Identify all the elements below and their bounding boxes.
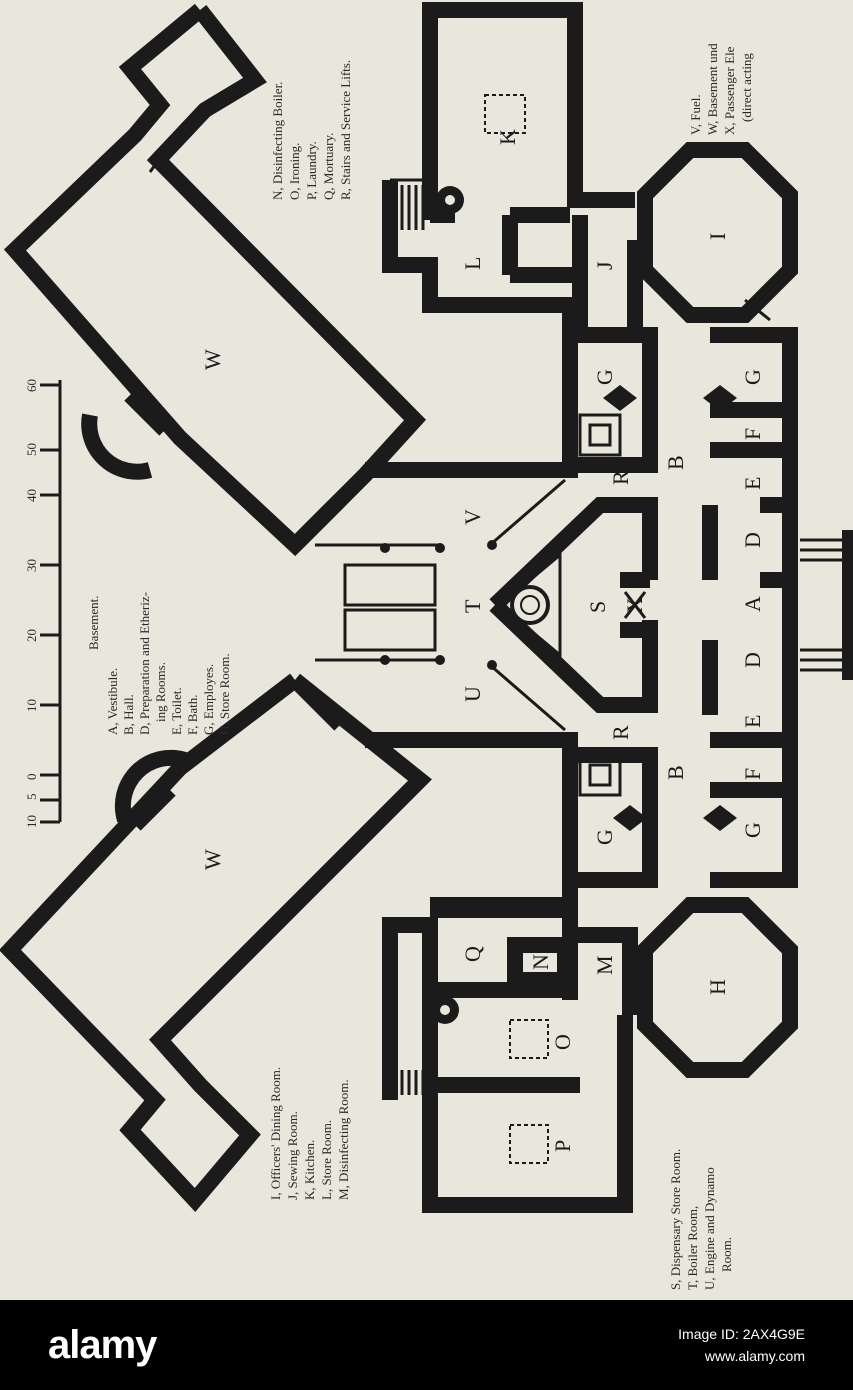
room-label-v: V xyxy=(460,509,485,525)
legend-line: Q, Mortuary. xyxy=(321,133,336,200)
room-label-f2: F xyxy=(740,768,765,780)
legend-line: T, Boiler Room, xyxy=(685,1206,700,1290)
room-label-l: L xyxy=(460,257,485,270)
scale-label: 10 xyxy=(24,699,39,712)
room-label-k: K xyxy=(495,129,520,145)
legend-line: R, Stairs and Service Lifts. xyxy=(338,60,353,200)
legend-line: D, Preparation and Etheriz- xyxy=(137,592,152,735)
scale-bar: 10 5 0 10 20 30 40 50 60 xyxy=(24,379,62,828)
room-label-w-south: W xyxy=(200,849,225,870)
legend-corner: V, Fuel. W, Basement und X, Passenger El… xyxy=(688,43,754,135)
legend-right: N, Disinfecting Boiler. O, Ironing. P, L… xyxy=(270,60,353,200)
scale-label: 20 xyxy=(24,629,39,642)
scale-label: 40 xyxy=(24,489,39,502)
image-id: Image ID: 2AX4G9E xyxy=(678,1326,805,1342)
room-label-r2: R xyxy=(608,725,633,740)
legend-line: V, Fuel. xyxy=(688,94,703,135)
room-label-p: P xyxy=(550,1140,575,1152)
legend-bottom: S, Dispensary Store Room. T, Boiler Room… xyxy=(668,1149,734,1290)
legend-line: U, Engine and Dynamo xyxy=(702,1167,717,1290)
legend-line: X, Passenger Ele xyxy=(722,46,737,135)
stair-treads-upper xyxy=(393,185,425,230)
legend-line: S, Dispensary Store Room. xyxy=(668,1149,683,1290)
room-label-g2: G xyxy=(740,369,765,385)
octagon-room-i xyxy=(637,142,798,323)
legend-line: Room. xyxy=(719,1237,734,1272)
room-label-d2: D xyxy=(740,652,765,668)
room-label-m: M xyxy=(592,955,617,975)
room-label-g1: G xyxy=(592,369,617,385)
legend-line: F, Bath. xyxy=(185,695,200,736)
stock-watermark-strip: alamy Image ID: 2AX4G9E www.alamy.com xyxy=(0,1300,853,1390)
room-label-u: U xyxy=(460,686,485,702)
floor-plan-plate: K L J I W W G G F B E D A D E F G B G R … xyxy=(0,2,853,1290)
scale-label: 0 xyxy=(24,774,39,781)
legend-line: B, Hall. xyxy=(121,694,136,735)
room-label-o: O xyxy=(550,1034,575,1050)
room-label-d1: D xyxy=(740,532,765,548)
scale-label: 5 xyxy=(24,794,39,801)
watermark-url: www.alamy.com xyxy=(704,1348,805,1364)
north-wing-outline xyxy=(3,3,427,557)
legend-line: L, Store Room. xyxy=(319,1120,334,1200)
watermark-meta: Image ID: 2AX4G9E www.alamy.com xyxy=(678,1323,805,1367)
room-label-b1: B xyxy=(663,455,688,470)
room-label-r1: R xyxy=(608,470,633,485)
south-wing-outline xyxy=(0,673,432,1213)
room-label-g4: G xyxy=(592,829,617,845)
room-label-j: J xyxy=(592,261,617,270)
room-label-s: S xyxy=(585,601,610,613)
legend-line: P, Laundry. xyxy=(304,141,319,200)
upper-hall-rooms xyxy=(570,327,798,720)
floor-plan-drawing: K L J I W W G G F B E D A D E F G B G R … xyxy=(0,2,853,1290)
legend-line: I, Officers' Dining Room. xyxy=(268,1067,283,1200)
alamy-logo: alamy xyxy=(48,1322,157,1367)
legend-title: Basement. xyxy=(86,595,101,650)
room-label-t: T xyxy=(460,599,485,613)
legend-line: W, Basement und xyxy=(705,43,720,135)
room-label-q: Q xyxy=(460,946,485,962)
legend-line: J, Sewing Room. xyxy=(285,1111,300,1200)
upper-service-block xyxy=(365,2,643,478)
legend-line: K, Kitchen. xyxy=(302,1140,317,1200)
scale-label: 50 xyxy=(24,443,39,456)
legend-line: H, Store Room. xyxy=(217,653,232,735)
central-corridor xyxy=(315,478,566,732)
entrance-steps xyxy=(800,530,853,680)
room-label-n: N xyxy=(528,954,553,970)
scale-label: 10 xyxy=(24,815,39,828)
legend-basement: Basement. A, Vestibule. B, Hall. D, Prep… xyxy=(86,592,232,735)
legend-line: G, Employes. xyxy=(201,664,216,735)
lower-service-block xyxy=(382,897,638,1213)
room-label-i: I xyxy=(705,233,730,240)
legend-line: O, Ironing. xyxy=(287,143,302,200)
room-label-e1: E xyxy=(740,477,765,490)
room-label-f1: F xyxy=(740,428,765,440)
octagon-room-h xyxy=(637,897,798,1078)
stair-treads-lower xyxy=(393,1070,425,1095)
room-label-g3: G xyxy=(740,822,765,838)
room-label-a: A xyxy=(740,596,765,612)
legend-line: A, Vestibule. xyxy=(105,668,120,735)
room-label-h: H xyxy=(705,979,730,995)
legend-mid: I, Officers' Dining Room. J, Sewing Room… xyxy=(268,1067,351,1200)
scale-label: 60 xyxy=(24,379,39,392)
room-label-x: X xyxy=(622,597,647,613)
scale-label: 30 xyxy=(24,559,39,572)
room-label-b2: B xyxy=(663,765,688,780)
room-label-w-north: W xyxy=(200,349,225,370)
room-labels: K L J I W W G G F B E D A D E F G B G R … xyxy=(200,129,765,1152)
dispensary-block xyxy=(489,497,658,713)
legend-line: (direct acting xyxy=(739,53,754,122)
legend-line: ing Rooms. xyxy=(153,662,168,722)
legend-line: N, Disinfecting Boiler. xyxy=(270,82,285,200)
legend-line: E, Toilet. xyxy=(169,687,184,735)
room-label-e2: E xyxy=(740,715,765,728)
legend-line: M, Disinfecting Room. xyxy=(336,1079,351,1200)
